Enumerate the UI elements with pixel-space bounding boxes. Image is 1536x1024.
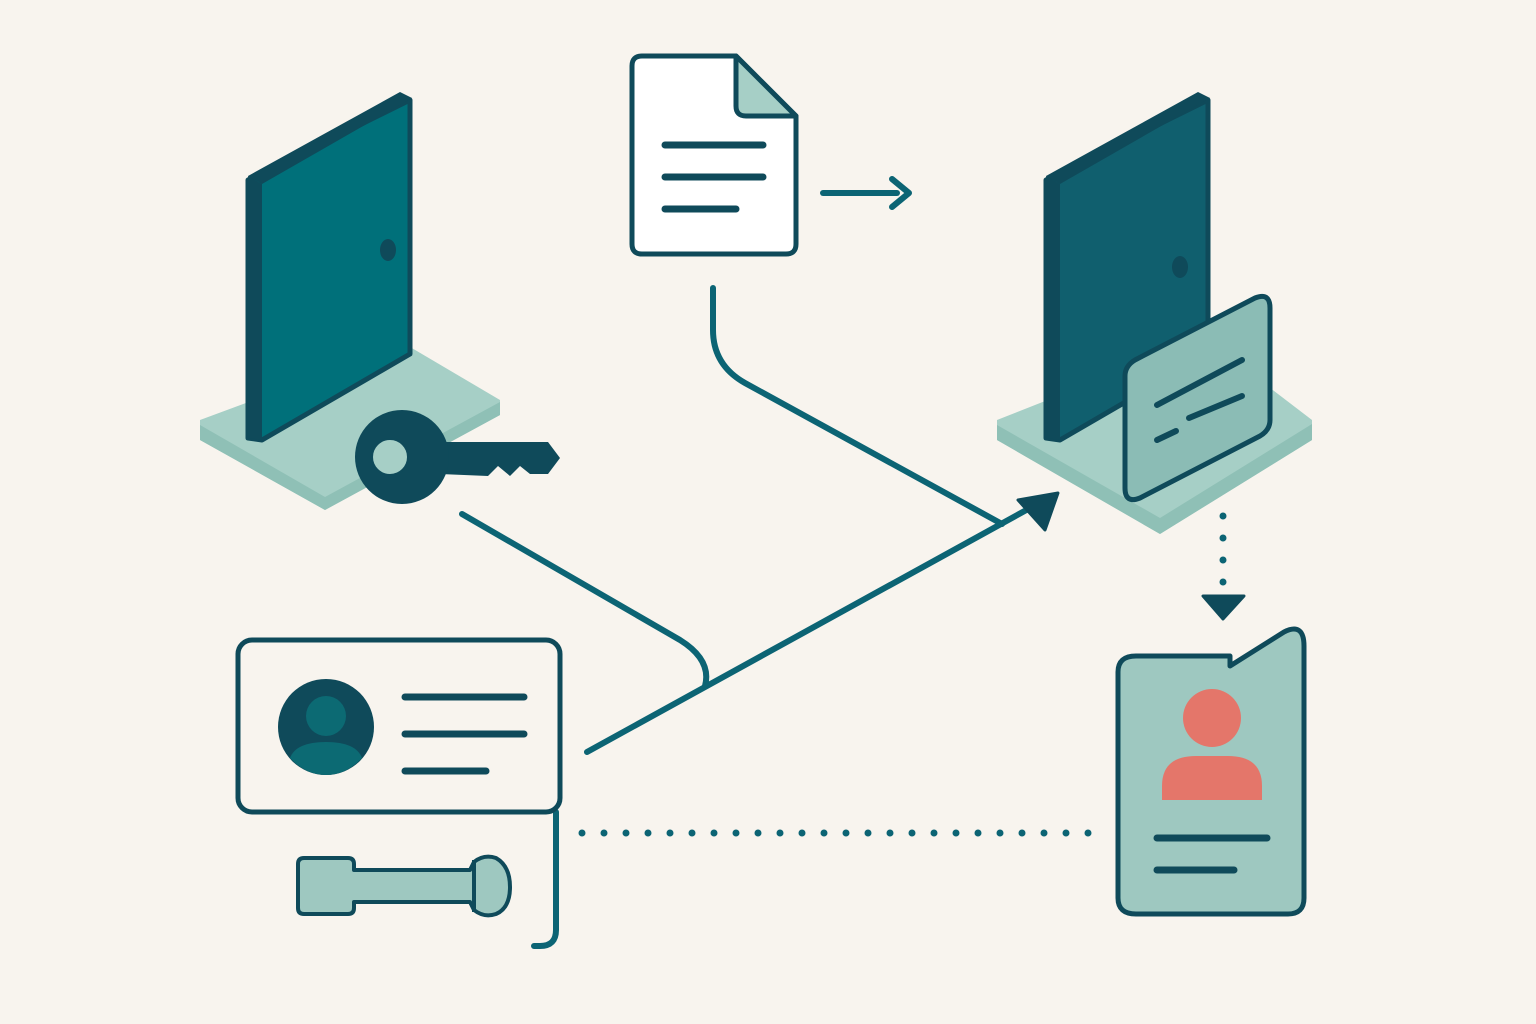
left-door-edge — [248, 176, 262, 440]
bracket-line — [531, 809, 559, 949]
right-door-node — [997, 92, 1312, 534]
person-head — [1183, 689, 1241, 747]
avatar-body — [290, 742, 362, 775]
connectors — [459, 176, 1246, 949]
key-icon — [355, 410, 560, 504]
edge-profile-to-right-door — [584, 505, 1033, 755]
person-body — [1162, 756, 1262, 800]
right-door-edge — [1046, 176, 1060, 440]
note-card-icon — [1122, 293, 1273, 503]
right-door-side — [1046, 92, 1210, 184]
left-platform-edge — [200, 402, 500, 510]
document-fold — [733, 53, 799, 119]
avatar-head — [306, 696, 346, 736]
left-door-node — [200, 92, 560, 510]
document-node — [629, 53, 799, 257]
arrowhead-right-door — [1016, 491, 1060, 532]
arrowhead-document — [889, 176, 912, 210]
profile-card-node — [235, 637, 563, 815]
mobile-badge-node — [1115, 626, 1307, 917]
right-door-knob — [1172, 256, 1188, 278]
left-door-side — [248, 92, 412, 184]
left-door-knob — [380, 239, 396, 261]
edge-document-to-right-door — [710, 285, 1005, 527]
wrench-node — [296, 854, 512, 918]
edge-key-to-junction — [459, 511, 710, 689]
arrowhead-badge — [1201, 594, 1246, 621]
